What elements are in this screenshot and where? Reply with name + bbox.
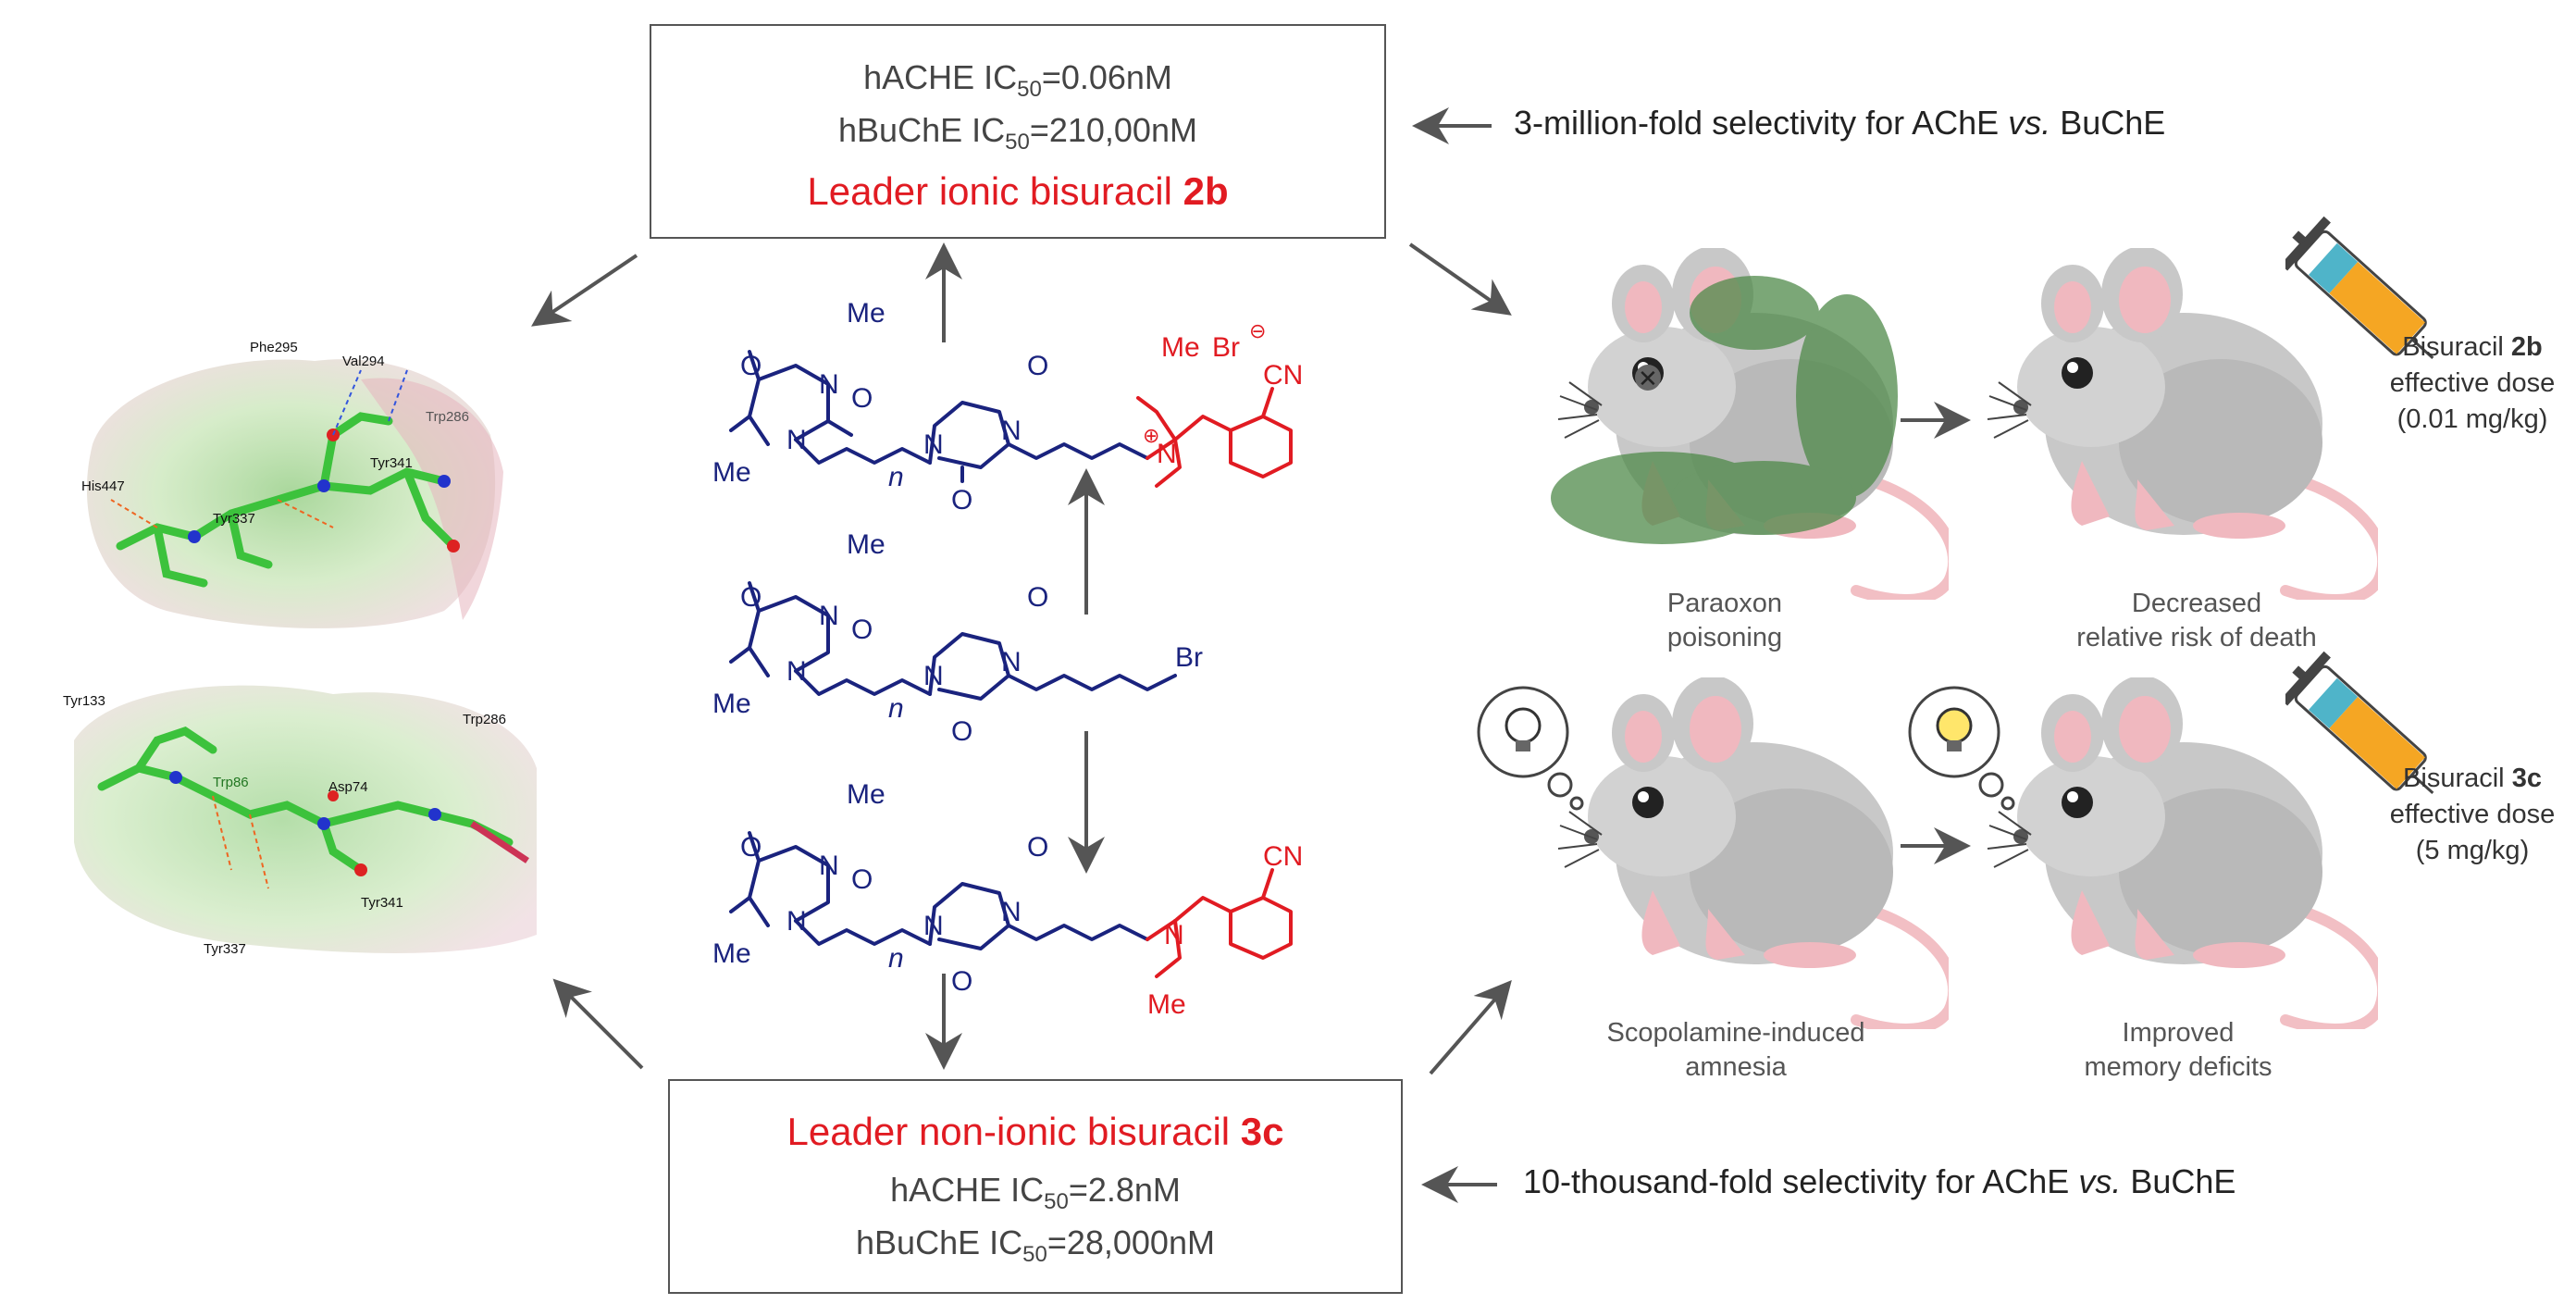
mol1-me-bottom: Me bbox=[712, 457, 751, 488]
mol1-cn: CN bbox=[1263, 360, 1303, 391]
bottom-leader-title: Leader non-ionic bisuracil 3c bbox=[786, 1110, 1284, 1153]
mouse-paraoxon: ✕ bbox=[1551, 248, 1949, 600]
mol1-n1: N bbox=[819, 369, 839, 400]
docking-pose-bottom: Tyr133 Trp286 Trp86 Asp74 Tyr341 Tyr337 bbox=[63, 685, 537, 957]
bottom-hbuche-ic50: hBuChE IC50=28,000nM bbox=[856, 1223, 1215, 1268]
arrow-topbox-to-mice bbox=[1408, 242, 1512, 316]
molecule-3c bbox=[729, 831, 1149, 950]
selectivity-bottom-text: 10-thousand-fold selectivity for AChE vs… bbox=[1523, 1162, 2236, 1200]
mol3-o2: O bbox=[851, 864, 873, 895]
mouse-amnesia bbox=[1542, 677, 1949, 1029]
dose-top: Bisuracil 2b effective dose (0.01 mg/kg) bbox=[2389, 332, 2556, 434]
mol1-n3: N bbox=[923, 429, 944, 460]
bottom-hache-ic50: hACHE IC50=2.8nM bbox=[890, 1171, 1181, 1215]
mol2-n3: N bbox=[923, 661, 944, 691]
docking-top-label-3: Trp286 bbox=[426, 409, 469, 425]
mol2-o2: O bbox=[851, 615, 873, 645]
docking-bottom-label-2: Trp286 bbox=[463, 712, 506, 727]
mol1-n-sub: n bbox=[888, 462, 904, 492]
syringe-top-icon bbox=[2285, 216, 2434, 360]
arrow-bottombox-to-mice bbox=[1429, 979, 1512, 1075]
mol2-o3: O bbox=[1027, 582, 1048, 613]
thought-bubble-dim bbox=[1477, 686, 1584, 811]
mol2-n-sub: n bbox=[888, 693, 904, 724]
mol3-n-sub: n bbox=[888, 943, 904, 974]
mol3-me-top: Me bbox=[847, 779, 886, 810]
mol1-plus-sign: ⊕ bbox=[1143, 424, 1159, 447]
lightbulb-off-icon bbox=[1505, 707, 1542, 751]
mol1-me-ethyl: Me bbox=[1161, 332, 1200, 363]
arrow-bottombox-to-docking bbox=[552, 978, 644, 1070]
top-hbuche-ic50: hBuChE IC50=210,00nM bbox=[838, 111, 1197, 155]
mol1-o4: O bbox=[951, 485, 972, 515]
docking-bottom-label-4: Asp74 bbox=[328, 779, 368, 795]
mouse-dead-eye-icon: ✕ bbox=[1638, 365, 1658, 392]
mol1-n4: N bbox=[1001, 416, 1022, 446]
molecule-bromide bbox=[729, 581, 1177, 701]
top-hache-ic50: hACHE IC50=0.06nM bbox=[863, 58, 1172, 103]
mol3-n4: N bbox=[1001, 897, 1022, 927]
thought-bubble-lit bbox=[1908, 686, 2015, 811]
mol3-o3: O bbox=[1027, 832, 1048, 863]
mol3-o1: O bbox=[740, 832, 762, 863]
mol2-o1: O bbox=[740, 582, 762, 613]
mol1-minus-sign: ⊖ bbox=[1249, 319, 1266, 342]
selectivity-top-text: 3-million-fold selectivity for AChE vs. … bbox=[1514, 104, 2166, 142]
top-leader-title: Leader ionic bisuracil 2b bbox=[807, 169, 1229, 214]
arrow-topbox-to-docking bbox=[531, 254, 638, 327]
mol2-n4: N bbox=[1001, 647, 1022, 677]
docking-top-label-2: Val294 bbox=[342, 354, 385, 369]
mol3-n3: N bbox=[923, 911, 944, 941]
lightbulb-on-icon bbox=[1936, 707, 1973, 751]
mol3-n-amine: N bbox=[1164, 920, 1184, 950]
mol2-n1: N bbox=[819, 601, 839, 631]
mol3-cn: CN bbox=[1263, 841, 1303, 872]
bottom-results-box: Leader non-ionic bisuracil 3c hACHE IC50… bbox=[668, 1079, 1403, 1294]
docking-bottom-label-5: Tyr341 bbox=[361, 895, 403, 911]
mol3-n1: N bbox=[819, 851, 839, 881]
mol2-br: Br bbox=[1175, 642, 1203, 673]
mol1-n-cation: N bbox=[1157, 439, 1177, 469]
docking-top-label-1: Phe295 bbox=[250, 340, 298, 355]
mol3-me-ethyl: Me bbox=[1147, 989, 1186, 1020]
docking-top-label-6: Tyr337 bbox=[213, 511, 255, 527]
docking-top-label-4: His447 bbox=[81, 478, 125, 494]
dose-bottom: Bisuracil 3c effective dose (5 mg/kg) bbox=[2389, 764, 2556, 865]
mol1-o3: O bbox=[1027, 351, 1048, 381]
molecule-structures: Me N O O Me N n N N O O N ⊕ Me Br ⊖ CN M… bbox=[712, 298, 1303, 1020]
mol3-n2: N bbox=[786, 906, 807, 937]
docking-bottom-label-6: Tyr337 bbox=[204, 941, 246, 957]
mol1-me-top: Me bbox=[847, 298, 886, 329]
top-results-box: hACHE IC50=0.06nM hBuChE IC50=210,00nM L… bbox=[650, 24, 1386, 239]
mol3-o4: O bbox=[951, 966, 972, 997]
mol2-me-top: Me bbox=[847, 529, 886, 560]
mol1-o2: O bbox=[851, 383, 873, 414]
mol1-n2: N bbox=[786, 425, 807, 455]
molecule-2b bbox=[729, 350, 1149, 483]
mol2-me-bottom: Me bbox=[712, 689, 751, 719]
syringe-bottom-icon bbox=[2285, 651, 2434, 795]
mol2-o4: O bbox=[951, 716, 972, 747]
docking-bottom-label-3: Trp86 bbox=[213, 775, 249, 790]
mol2-n2: N bbox=[786, 656, 807, 687]
mol3-me-bottom: Me bbox=[712, 938, 751, 969]
mol1-br-anion: Br bbox=[1212, 332, 1240, 363]
docking-top-label-5: Tyr341 bbox=[370, 455, 413, 471]
mol1-o1: O bbox=[740, 351, 762, 381]
docking-pose-top: Phe295 Val294 Trp286 His447 Tyr341 Tyr33… bbox=[81, 340, 503, 628]
docking-bottom-label-1: Tyr133 bbox=[63, 693, 105, 709]
